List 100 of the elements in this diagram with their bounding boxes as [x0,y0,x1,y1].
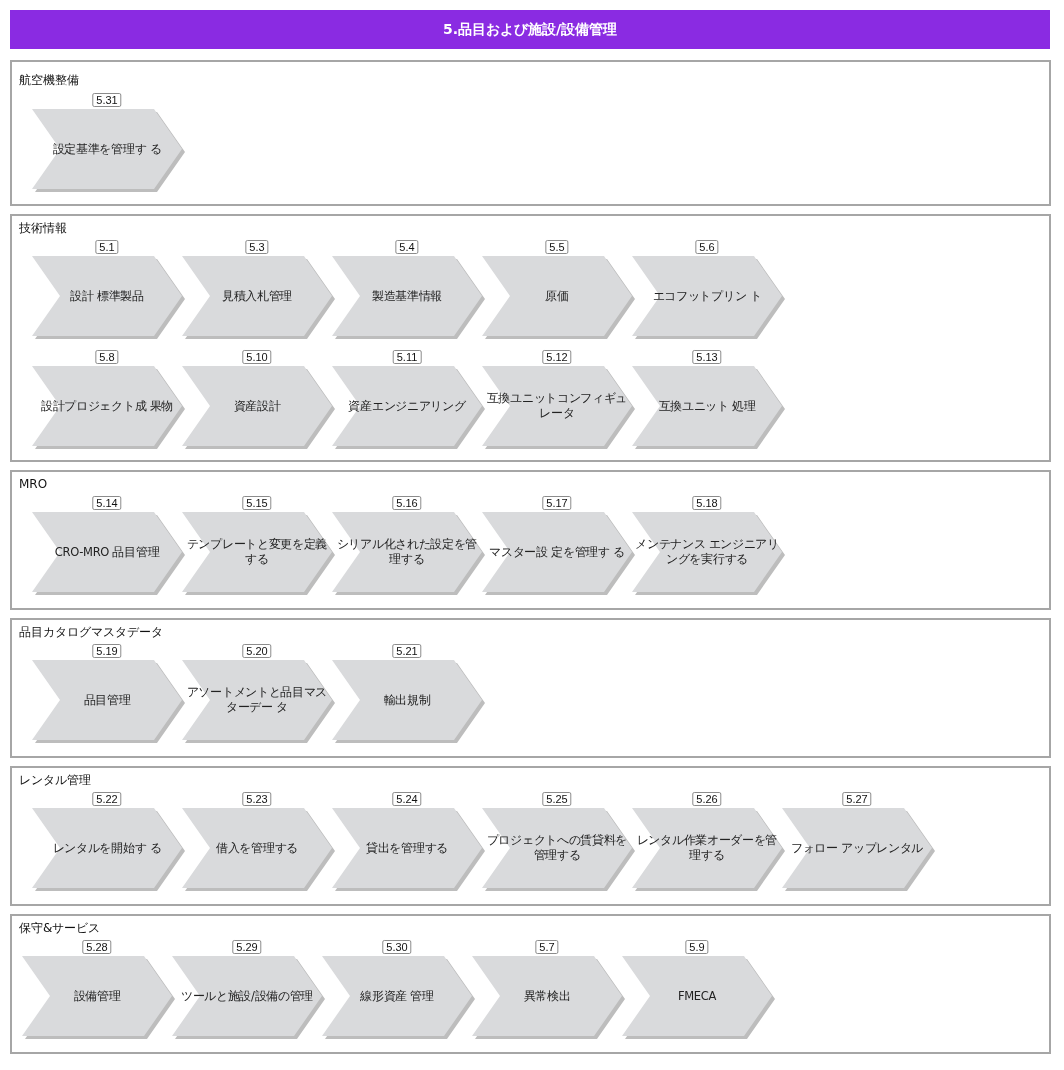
process-label: テンプレートと変更を定義する [185,537,329,567]
process-label: 異常検出 [523,988,571,1004]
number-tag: 5.7 [535,940,559,954]
group-title: 品目カタログマスタデータ [19,625,163,640]
process-step [482,512,636,596]
number-tag: 5.21 [392,644,422,658]
process-label: 見積入札管理 [221,288,293,304]
number-tag: 5.24 [392,792,422,806]
number-tag: 5.4 [395,240,419,254]
group-title: レンタル管理 [19,773,91,788]
number-tag: 5.23 [242,792,272,806]
process-step [332,660,486,744]
group-title: MRO [19,477,48,492]
process-label: 資産エンジニアリング [348,398,466,414]
number-tag: 5.29 [232,940,262,954]
group-panel [10,766,1051,906]
process-step [22,956,176,1040]
number-tag: 5.31 [92,93,122,107]
process-label: 製造基準情報 [371,288,443,304]
process-step [332,366,486,450]
process-step [172,956,326,1040]
process-label: メンテナンス エンジニアリングを実行する [634,537,780,567]
number-tag: 5.3 [245,240,269,254]
process-label: 資産設計 [233,398,281,414]
number-tag: 5.27 [842,792,872,806]
process-label: マスター設 定を管理す る [489,544,625,560]
process-label: 設定基準を管理す る [52,141,162,157]
group-title: 保守&サービス [19,921,101,936]
process-label: 設計プロジェクト成 果物 [40,398,174,414]
group-panel [10,214,1051,462]
number-tag: 5.25 [542,792,572,806]
process-step [32,109,186,193]
process-step [182,366,336,450]
process-label: 品目管理 [83,692,131,708]
process-label: シリアル化された設定を管理する [335,537,479,567]
process-label: アソートメントと品目マスターデー タ [185,685,329,715]
process-step [182,256,336,340]
number-tag: 5.6 [695,240,719,254]
number-tag: 5.11 [392,350,422,364]
title-bar: 5.品目および施設/設備管理 [10,10,1050,49]
process-step [632,808,786,892]
process-step [782,808,936,892]
number-tag: 5.19 [92,644,122,658]
process-step [32,660,186,744]
number-tag: 5.9 [685,940,709,954]
process-step [32,256,186,340]
process-label: 互換ユニット 処理 [658,398,756,414]
number-tag: 5.12 [542,350,572,364]
number-tag: 5.18 [692,496,722,510]
number-tag: 5.10 [242,350,272,364]
process-step [32,808,186,892]
process-label: プロジェクトへの賃貸料を管理する [485,833,629,863]
process-label: 設計 標準製品 [70,288,144,304]
group-panel [10,914,1051,1054]
process-label: 互換ユニットコンフィギュレータ [485,391,629,421]
group-title: 航空機整備 [19,73,79,88]
process-label: エコフットプリン ト [652,288,762,304]
process-label: フォロー アップレンタル [790,840,924,856]
process-label: 設備管理 [73,988,121,1004]
process-step [182,512,336,596]
process-label: ツールと施設/設備の管理 [180,988,314,1004]
process-step [182,808,336,892]
process-label: 貸出を管理する [366,840,448,856]
group-panel [10,618,1051,758]
number-tag: 5.15 [242,496,272,510]
number-tag: 5.20 [242,644,272,658]
process-label: 輸出規制 [383,692,431,708]
number-tag: 5.30 [382,940,412,954]
number-tag: 5.8 [95,350,119,364]
number-tag: 5.14 [92,496,122,510]
number-tag: 5.13 [692,350,722,364]
number-tag: 5.1 [95,240,119,254]
group-panel [10,60,1051,206]
group-panel [10,470,1051,610]
number-tag: 5.5 [545,240,569,254]
process-label: FMECA [677,988,717,1004]
number-tag: 5.22 [92,792,122,806]
process-label: レンタル作業オーダーを管理する [635,833,779,863]
process-step [622,956,776,1040]
process-label: 原価 [545,288,569,304]
number-tag: 5.26 [692,792,722,806]
number-tag: 5.17 [542,496,572,510]
number-tag: 5.16 [392,496,422,510]
process-step [332,808,486,892]
process-step [332,256,486,340]
process-label: CRO-MRO 品目管理 [54,544,160,560]
process-step [632,512,786,596]
number-tag: 5.28 [82,940,112,954]
process-step [482,808,636,892]
process-step [32,366,186,450]
process-step [482,366,636,450]
process-step [182,660,336,744]
process-step [322,956,476,1040]
process-step [32,512,186,596]
process-step [482,256,636,340]
process-label: レンタルを開始す る [52,840,162,856]
group-title: 技術情報 [19,221,67,236]
process-step [332,512,486,596]
process-step [632,256,786,340]
process-step [632,366,786,450]
